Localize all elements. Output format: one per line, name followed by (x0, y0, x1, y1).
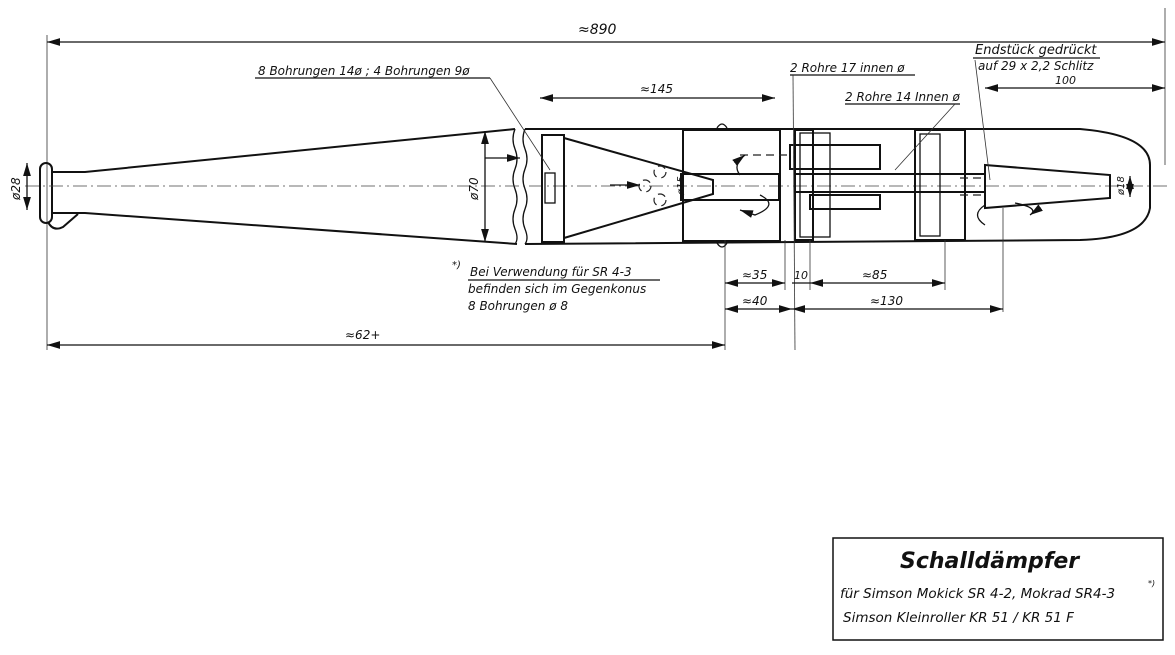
footnote-line-2: befinden sich im Gegenkonus (468, 282, 646, 296)
leader-bores (489, 77, 551, 171)
dim-dia28-label: ø28 (9, 177, 23, 201)
title-block-line-2: Simson Kleinroller KR 51 / KR 51 F (843, 610, 1074, 626)
title-block-line-1: für Simson Mokick SR 4-2, Mokrad SR4-3 (840, 586, 1115, 602)
title-block (832, 537, 1164, 641)
dim-145-label: ≈145 (640, 82, 673, 96)
dim-dia70-label: ø70 (467, 177, 481, 201)
dim-85-label: ≈85 (862, 268, 887, 282)
title-block-line-1-mark: *) (1148, 579, 1155, 588)
note-tubes-17: 2 Rohre 17 innen ø (790, 61, 905, 75)
note-bores: 8 Bohrungen 14ø ; 4 Bohrungen 9ø (258, 64, 470, 78)
dim-10-label: 10 (794, 269, 808, 282)
dim-dia18-label: ø18 (1116, 176, 1127, 196)
title-block-title: Schalldämpfer (900, 549, 1080, 574)
footnote-line-3: 8 Bohrungen ø 8 (468, 299, 568, 313)
dim-40-label: ≈40 (742, 294, 768, 308)
muffler-body (485, 123, 1151, 248)
dim-130-label: ≈130 (870, 294, 903, 308)
dim-overall-label: ≈890 (578, 22, 617, 38)
inlet-tapered-section (39, 128, 528, 245)
note-endpiece-2: auf 29 x 2,2 Schlitz (978, 59, 1094, 73)
leader-tubes-14 (894, 103, 956, 171)
note-endpiece-1: Endstück gedrückt (975, 43, 1097, 58)
dim-dia15-label: ø15 (676, 176, 687, 196)
dim-100-label: 100 (1055, 74, 1076, 87)
footnote-line-1: Bei Verwendung für SR 4-3 (470, 265, 632, 279)
leader-endpiece (974, 59, 991, 181)
note-tubes-14: 2 Rohre 14 Innen ø (845, 90, 961, 104)
dim-35-label: ≈35 (742, 268, 767, 282)
footnote-mark: *) (452, 260, 461, 271)
dim-62-label: ≈62+ (345, 328, 380, 342)
leader-tubes-17 (792, 74, 796, 351)
